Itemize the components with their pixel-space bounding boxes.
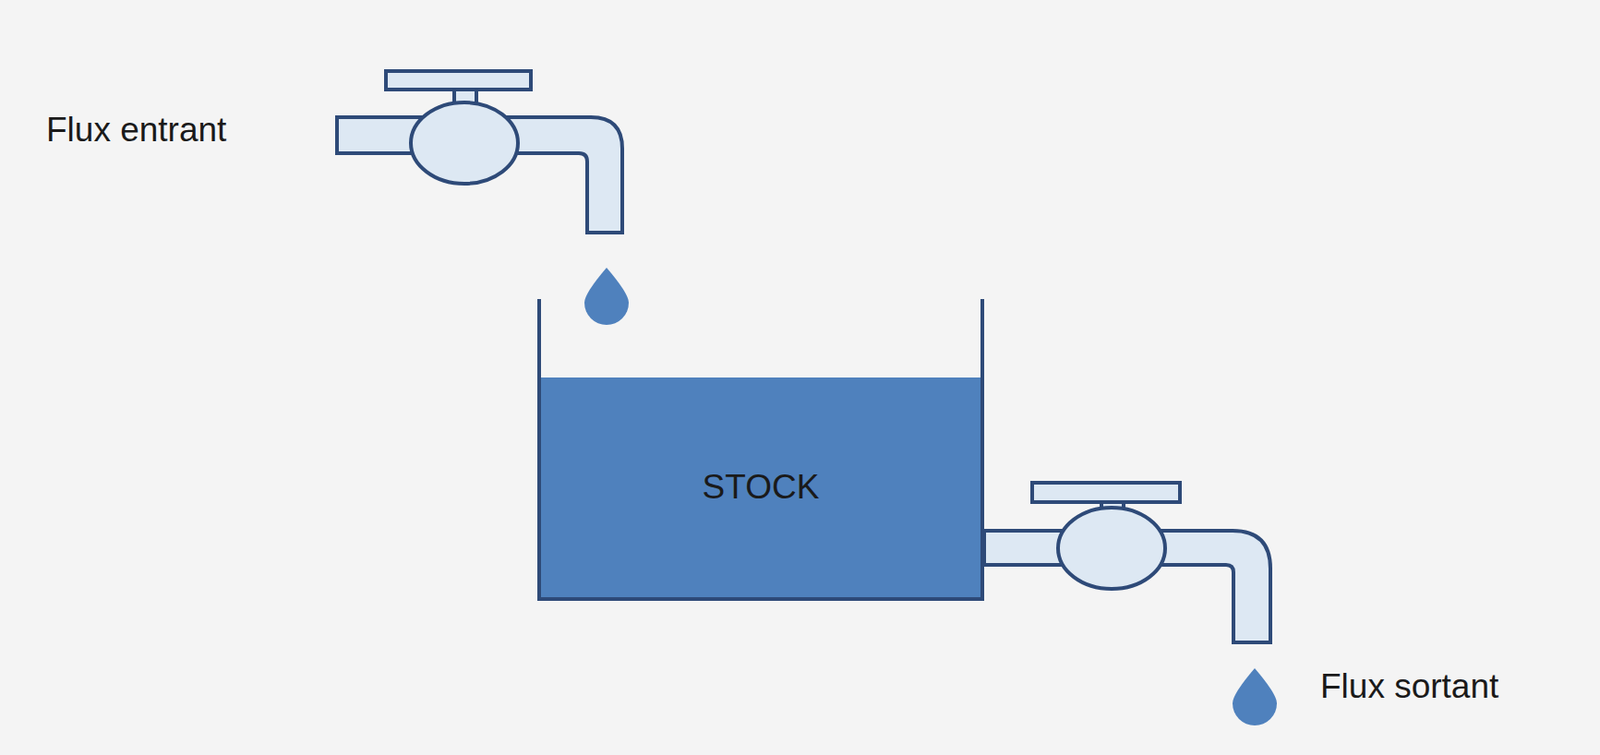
valve-body [1058, 507, 1166, 590]
flow-label: Flux entrant [46, 110, 227, 151]
node-text: STOCK [702, 468, 820, 507]
tank-water [539, 377, 983, 600]
valve-handle [1032, 482, 1180, 503]
stock-tank: STOCK [541, 377, 981, 598]
valve-body [410, 102, 518, 184]
water-drop [584, 267, 629, 325]
flow-label: Flux sortant [1320, 667, 1499, 708]
tank-outline [539, 299, 983, 600]
valve-handle [385, 71, 531, 90]
water-drop [1232, 668, 1277, 726]
